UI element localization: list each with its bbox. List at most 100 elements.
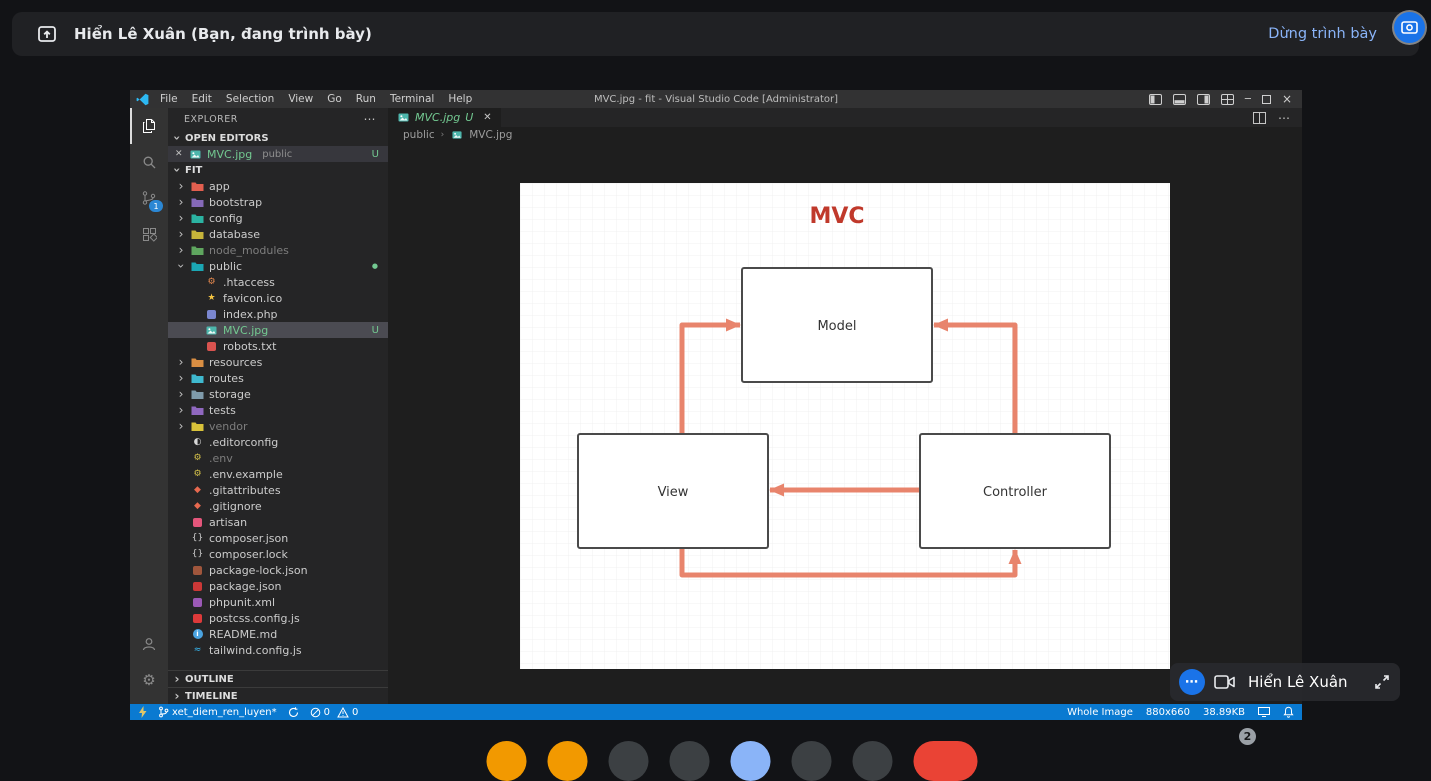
tile-more-options-button[interactable]: ⋯ — [1179, 669, 1205, 695]
menu-run[interactable]: Run — [349, 93, 383, 105]
tree-item-postcss.config.js[interactable]: postcss.config.js — [168, 610, 388, 626]
node-label-view: View — [658, 485, 689, 500]
menu-file[interactable]: File — [153, 93, 185, 105]
control-hand-button[interactable] — [791, 741, 831, 781]
control-emoji-button[interactable] — [669, 741, 709, 781]
expand-icon[interactable] — [1373, 673, 1391, 691]
file-icon: ≈ — [191, 645, 204, 655]
sync-button[interactable] — [288, 707, 299, 718]
breadcrumb-file[interactable]: MVC.jpg — [469, 129, 512, 141]
tree-item-.gitignore[interactable]: ◆.gitignore — [168, 498, 388, 514]
settings-button[interactable]: ⚙ — [130, 662, 168, 698]
corner-camera-button[interactable] — [1394, 12, 1425, 43]
tab-mvc-jpg[interactable]: MVC.jpg U ✕ — [388, 108, 501, 127]
tree-item-.gitattributes[interactable]: ◆.gitattributes — [168, 482, 388, 498]
file-icon — [191, 614, 204, 623]
control-present-button[interactable] — [730, 741, 770, 781]
folder-icon — [191, 421, 204, 432]
outline-section[interactable]: › OUTLINE — [168, 670, 388, 687]
tree-item-.env.example[interactable]: ⚙.env.example — [168, 466, 388, 482]
tree-item-.htaccess[interactable]: ⚙.htaccess — [168, 274, 388, 290]
close-button[interactable]: × — [1282, 92, 1292, 106]
file-icon: ⚙ — [205, 277, 218, 287]
stop-presenting-button[interactable]: Dừng trình bày — [1268, 26, 1377, 42]
feedback-button[interactable] — [1258, 707, 1270, 717]
error-count: 0 — [324, 707, 330, 718]
minimize-button[interactable]: ─ — [1245, 94, 1251, 105]
file-name: phpunit.xml — [209, 596, 275, 609]
tree-item-.editorconfig[interactable]: ◐.editorconfig — [168, 434, 388, 450]
tree-item-composer.lock[interactable]: {}composer.lock — [168, 546, 388, 562]
tree-item-favicon.ico[interactable]: ★favicon.ico — [168, 290, 388, 306]
tree-item-public[interactable]: ›public● — [168, 258, 388, 274]
tree-item-composer.json[interactable]: {}composer.json — [168, 530, 388, 546]
tree-item-phpunit.xml[interactable]: phpunit.xml — [168, 594, 388, 610]
tree-item-database[interactable]: ›database — [168, 226, 388, 242]
file-name: artisan — [209, 516, 247, 529]
gear-icon: ⚙ — [142, 671, 155, 689]
tree-item-config[interactable]: ›config — [168, 210, 388, 226]
search-activity-button[interactable] — [130, 144, 168, 180]
accounts-button[interactable] — [130, 626, 168, 662]
account-icon — [141, 636, 157, 652]
extensions-activity-button[interactable] — [130, 216, 168, 252]
maximize-button[interactable] — [1262, 95, 1271, 104]
timeline-section[interactable]: › TIMELINE — [168, 687, 388, 704]
scm-badge: 1 — [149, 200, 163, 212]
source-control-activity-button[interactable]: 1 — [130, 180, 168, 216]
self-view-tile[interactable]: ⋯ Hiển Lê Xuân — [1170, 663, 1400, 701]
image-zoom-status[interactable]: Whole Image — [1067, 707, 1133, 718]
git-branch-status[interactable]: xet_diem_ren_luyen* — [158, 706, 277, 718]
file-icon — [205, 342, 218, 351]
explorer-activity-button[interactable] — [130, 108, 168, 144]
tree-item-robots.txt[interactable]: robots.txt — [168, 338, 388, 354]
control-captions-button[interactable] — [608, 741, 648, 781]
tree-item-tests[interactable]: ›tests — [168, 402, 388, 418]
tree-item-bootstrap[interactable]: ›bootstrap — [168, 194, 388, 210]
split-editor-icon[interactable] — [1253, 112, 1266, 124]
toggle-sidebar-icon[interactable] — [1149, 94, 1162, 105]
menu-help[interactable]: Help — [441, 93, 479, 105]
close-tab-icon[interactable]: ✕ — [483, 112, 491, 123]
tree-item-routes[interactable]: ›routes — [168, 370, 388, 386]
control-leave-call-button[interactable] — [913, 741, 977, 781]
open-editor-item[interactable]: ✕ MVC.jpg public U — [168, 146, 388, 162]
menu-selection[interactable]: Selection — [219, 93, 281, 105]
tree-item-vendor[interactable]: ›vendor — [168, 418, 388, 434]
notifications-button[interactable] — [1283, 706, 1294, 718]
tree-item-artisan[interactable]: artisan — [168, 514, 388, 530]
breadcrumb[interactable]: public › MVC.jpg — [388, 127, 1302, 143]
more-actions-icon[interactable]: ⋯ — [1278, 111, 1290, 125]
root-folder-section[interactable]: › FIT — [168, 162, 388, 178]
control-camera-button[interactable] — [547, 741, 587, 781]
tree-item-resources[interactable]: ›resources — [168, 354, 388, 370]
open-editors-section[interactable]: › OPEN EDITORS — [168, 130, 388, 146]
tree-item-app[interactable]: ›app — [168, 178, 388, 194]
folder-icon — [191, 245, 204, 256]
tree-item-index.php[interactable]: index.php — [168, 306, 388, 322]
menu-edit[interactable]: Edit — [185, 93, 219, 105]
tree-item-node_modules[interactable]: ›node_modules — [168, 242, 388, 258]
explorer-actions-button[interactable]: ⋯ — [364, 112, 377, 126]
customize-layout-icon[interactable] — [1221, 94, 1234, 105]
tree-item-storage[interactable]: ›storage — [168, 386, 388, 402]
close-editor-icon[interactable]: ✕ — [175, 149, 184, 159]
menu-terminal[interactable]: Terminal — [383, 93, 441, 105]
menu-go[interactable]: Go — [320, 93, 349, 105]
control-mic-button[interactable] — [486, 741, 526, 781]
problems-status[interactable]: 0 0 — [310, 707, 359, 718]
toggle-secondary-sidebar-icon[interactable] — [1197, 94, 1210, 105]
tree-item-package-lock.json[interactable]: package-lock.json — [168, 562, 388, 578]
image-preview-canvas[interactable]: Model View Controller MVC — [388, 143, 1302, 704]
tree-item-tailwind.config.js[interactable]: ≈tailwind.config.js — [168, 642, 388, 658]
menu-view[interactable]: View — [281, 93, 320, 105]
tree-item-.env[interactable]: ⚙.env — [168, 450, 388, 466]
tree-item-package.json[interactable]: package.json — [168, 578, 388, 594]
breadcrumb-folder[interactable]: public — [403, 129, 435, 141]
bolt-icon — [138, 706, 147, 718]
toggle-panel-icon[interactable] — [1173, 94, 1186, 105]
control-more-options-button[interactable] — [852, 741, 892, 781]
remote-indicator[interactable] — [138, 706, 147, 718]
